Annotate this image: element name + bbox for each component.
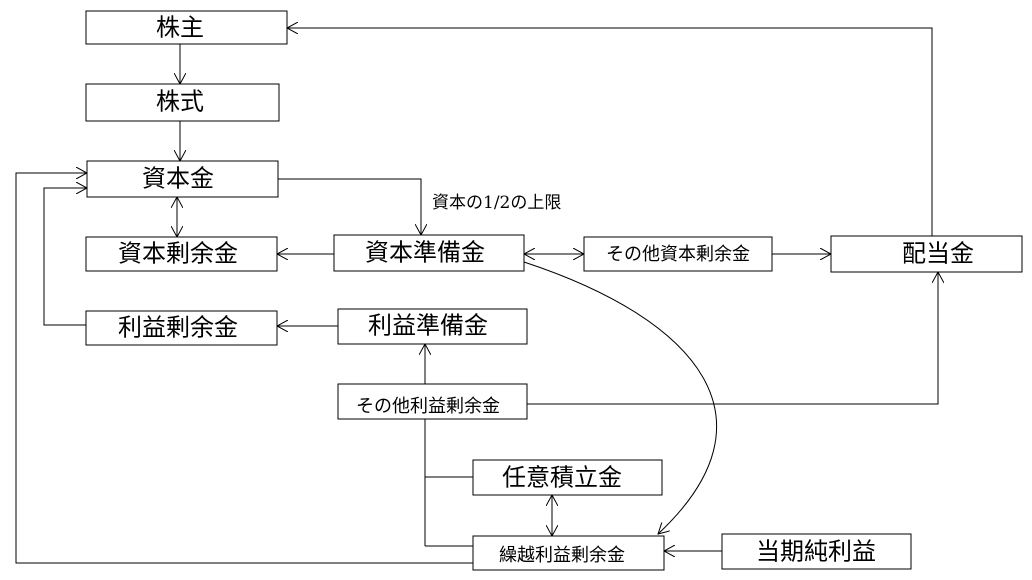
node-rieki-jouyokin: 利益剰余金 bbox=[85, 310, 278, 346]
node-nini-tsumitatekin: 任意積立金 bbox=[472, 459, 663, 496]
node-shihon-junbikin-label: 資本準備金 bbox=[365, 239, 485, 267]
node-rieki-jouyokin-label: 利益剰余金 bbox=[118, 314, 238, 342]
edge-haitoukin-kabunushi bbox=[287, 28, 933, 236]
node-sonota-rieki-jouyokin: その他利益剰余金 bbox=[337, 383, 528, 420]
node-kabushiki: 株式 bbox=[85, 83, 280, 122]
node-sonota-shihon-jouyokin: その他資本剰余金 bbox=[583, 236, 773, 272]
node-rieki-junbikin: 利益準備金 bbox=[337, 308, 528, 345]
node-nini-tsumitatekin-label: 任意積立金 bbox=[502, 464, 622, 492]
node-shihon-junbikin: 資本準備金 bbox=[333, 234, 525, 272]
node-kurikoshi-rieki-jouyokin-label: 繰越利益剰余金 bbox=[499, 545, 625, 566]
node-kabushiki-label: 株式 bbox=[156, 88, 204, 116]
node-shihon-jouyokin: 資本剰余金 bbox=[85, 236, 278, 272]
node-sonota-shihon-jouyokin-label: その他資本剰余金 bbox=[606, 244, 750, 265]
node-rieki-junbikin-label: 利益準備金 bbox=[368, 312, 488, 340]
edge-sonota-rieki-haitoukin bbox=[527, 272, 938, 405]
node-sonota-rieki-jouyokin-label: その他利益剰余金 bbox=[356, 396, 500, 417]
node-kabunushi: 株主 bbox=[85, 10, 288, 45]
label-shihon-limit: 資本の1/2の上限 bbox=[432, 193, 561, 213]
node-shihon-jouyokin-label: 資本剰余金 bbox=[118, 240, 238, 268]
edge-rieki-jouyokin-shihonkin bbox=[43, 188, 87, 326]
node-haitoukin: 配当金 bbox=[830, 235, 1023, 273]
node-shihonkin-label: 資本金 bbox=[142, 165, 214, 193]
node-kurikoshi-rieki-jouyokin: 繰越利益剰余金 bbox=[472, 535, 665, 571]
node-touki-junrieki: 当期純利益 bbox=[721, 533, 912, 570]
node-haitoukin-label: 配当金 bbox=[902, 240, 974, 268]
edge-shihonkin-shihon-junbikin bbox=[278, 178, 421, 235]
edge-kurikoshi-shihonkin bbox=[15, 173, 473, 564]
node-shihonkin: 資本金 bbox=[86, 160, 279, 198]
node-touki-junrieki-label: 当期純利益 bbox=[756, 538, 876, 566]
node-kabunushi-label: 株主 bbox=[156, 14, 204, 42]
edges bbox=[15, 28, 938, 564]
edge-junbikin-kurikoshi bbox=[523, 261, 718, 534]
